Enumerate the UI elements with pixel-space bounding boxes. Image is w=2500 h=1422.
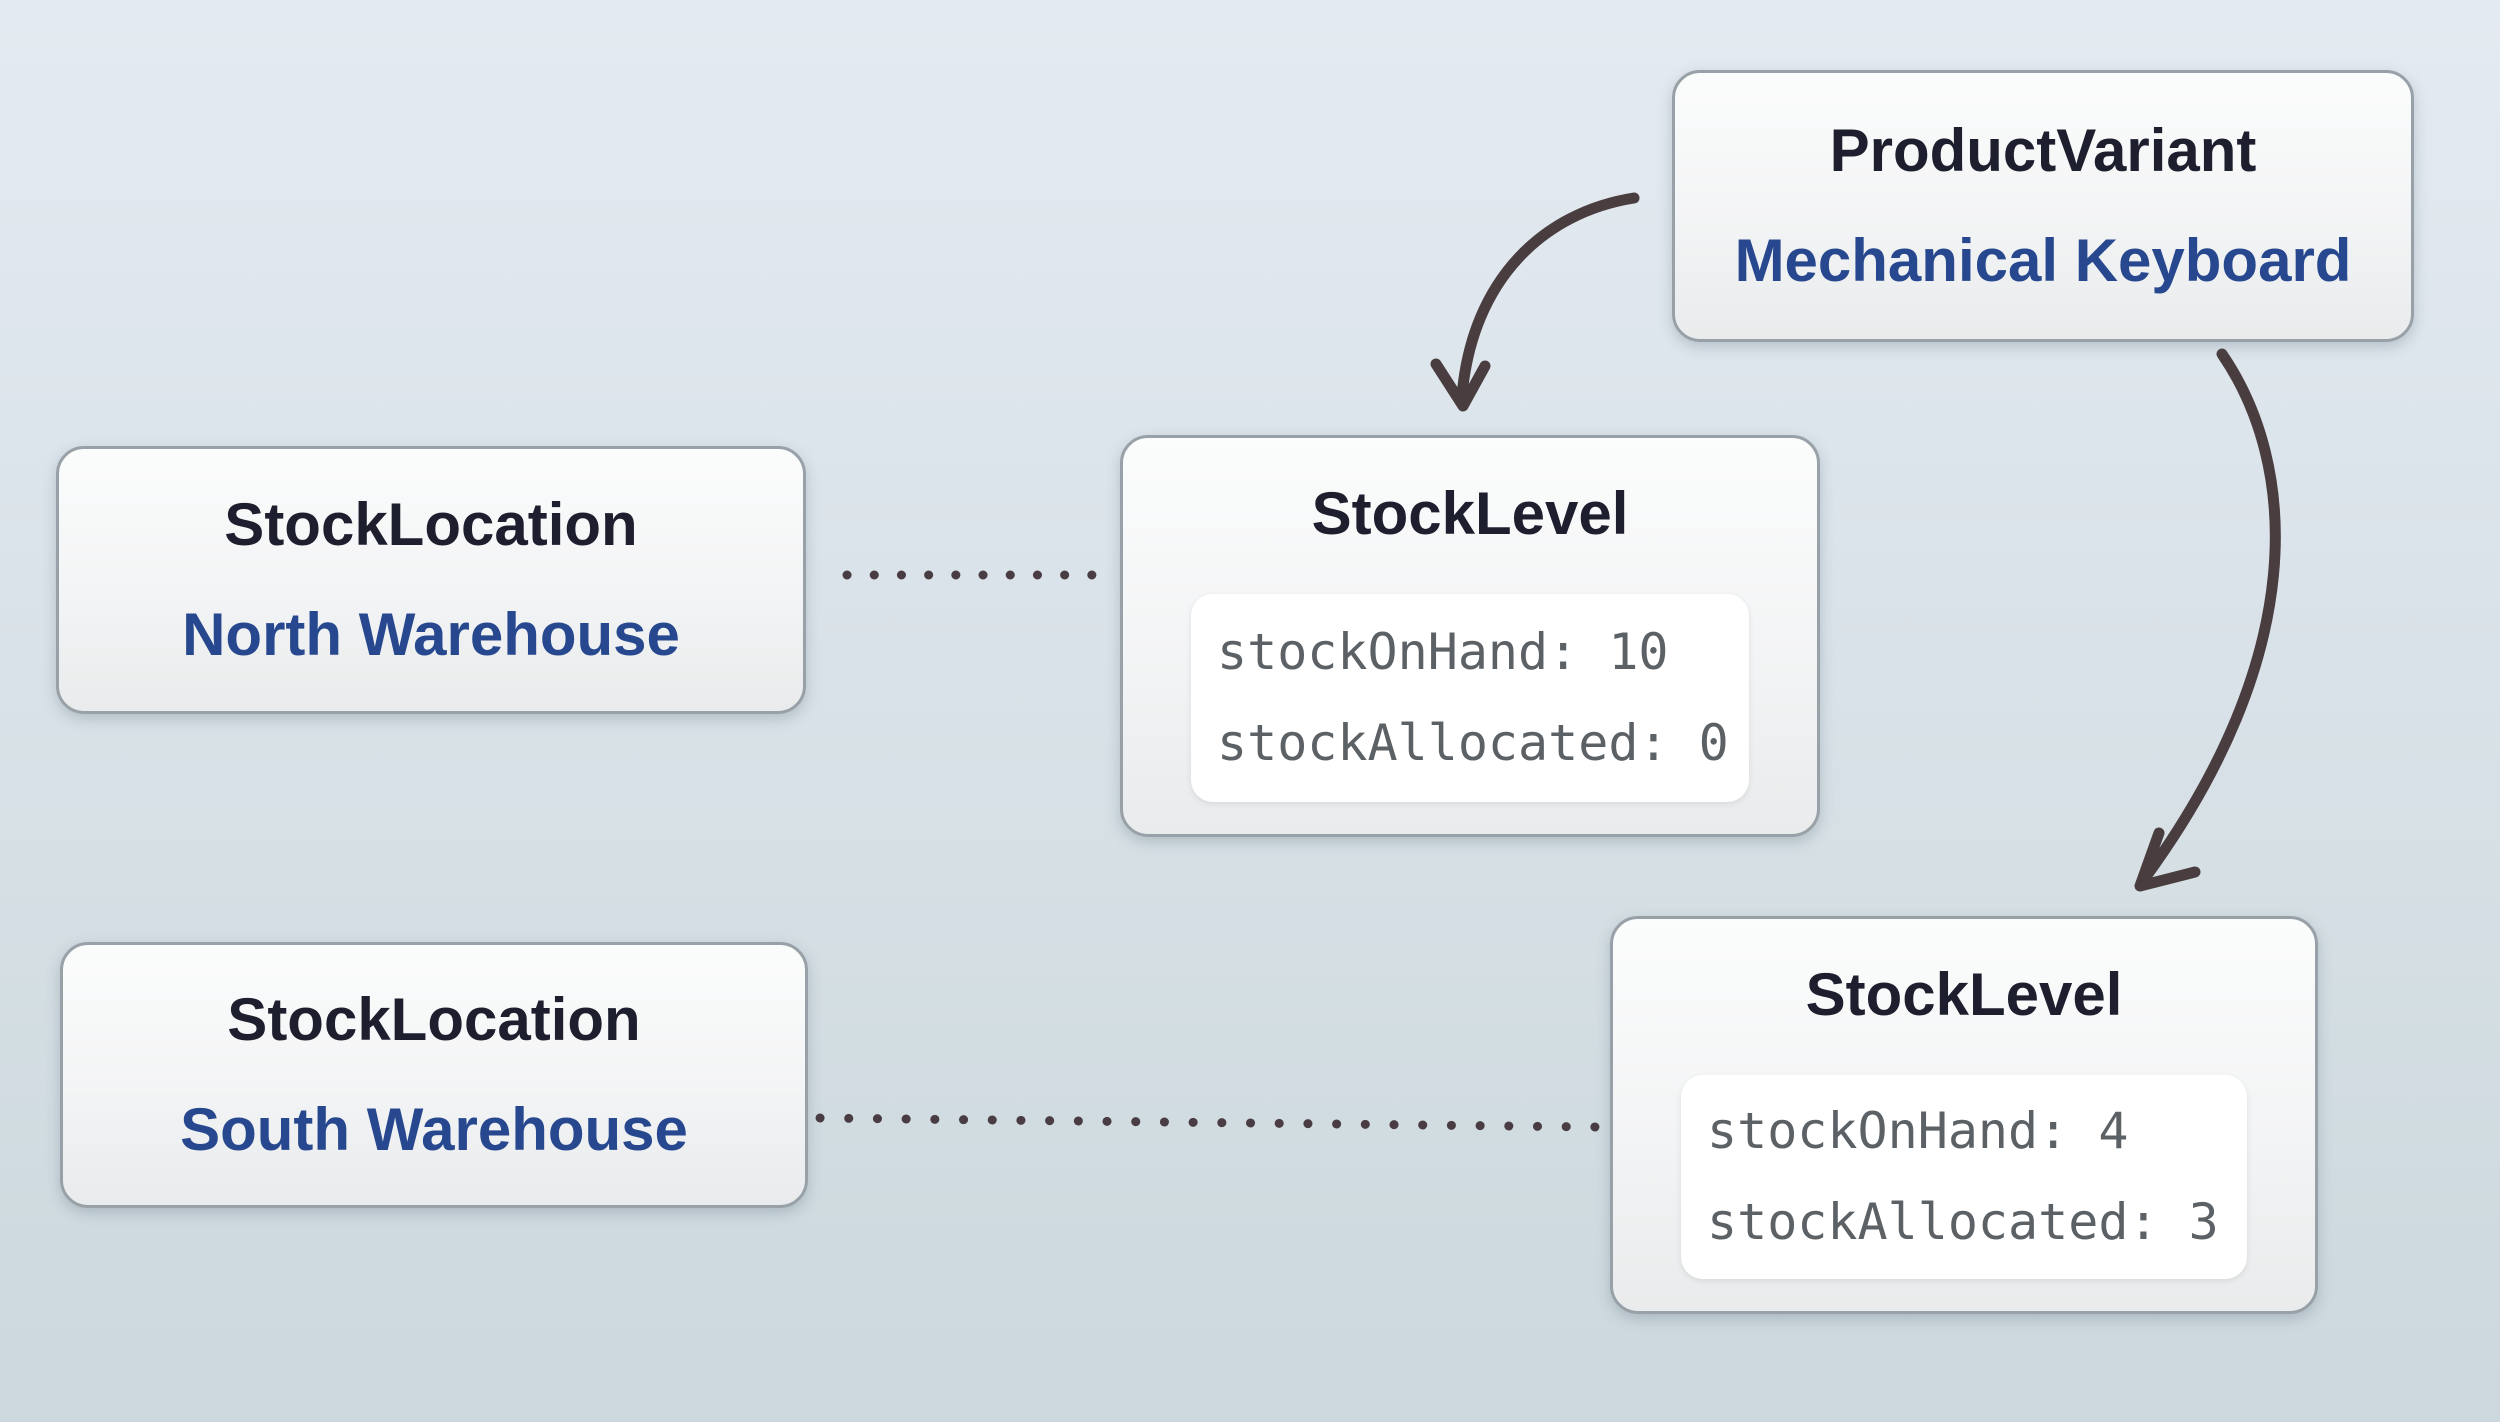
property-line-stock-allocated: stockAllocated: 0 <box>1217 714 1729 772</box>
stock-level-south-node: StockLevel stockOnHand: 4 stockAllocated… <box>1610 916 2318 1314</box>
arrow-variant-to-south-level <box>2134 348 2281 892</box>
property-line-stock-allocated: stockAllocated: 3 <box>1707 1193 2219 1251</box>
properties-panel: stockOnHand: 4 stockAllocated: 3 <box>1681 1075 2247 1279</box>
property-line-stock-on-hand: stockOnHand: 10 <box>1217 623 1669 681</box>
arrowhead-icon <box>2134 827 2201 892</box>
stock-level-north-node: StockLevel stockOnHand: 10 stockAllocate… <box>1120 435 1820 837</box>
node-type-label: StockLevel <box>1311 480 1629 547</box>
property-line-stock-on-hand: stockOnHand: 4 <box>1707 1102 2129 1160</box>
properties-panel: stockOnHand: 10 stockAllocated: 0 <box>1191 594 1749 802</box>
node-type-label: StockLocation <box>227 986 641 1053</box>
stock-location-north-node: StockLocation North Warehouse <box>56 446 806 714</box>
node-instance-name: South Warehouse <box>180 1096 688 1163</box>
node-type-label: ProductVariant <box>1829 117 2257 184</box>
node-type-label: StockLocation <box>224 491 638 558</box>
node-instance-name: North Warehouse <box>182 601 680 668</box>
dotted-link-south <box>815 1113 1600 1132</box>
product-variant-node: ProductVariant Mechanical Keyboard <box>1672 70 2414 342</box>
stock-location-south-node: StockLocation South Warehouse <box>60 942 808 1208</box>
arrowhead-icon <box>1430 358 1491 412</box>
node-type-label: StockLevel <box>1805 961 2123 1028</box>
arrow-variant-to-north-level <box>1430 192 1640 412</box>
node-instance-name: Mechanical Keyboard <box>1734 227 2352 294</box>
